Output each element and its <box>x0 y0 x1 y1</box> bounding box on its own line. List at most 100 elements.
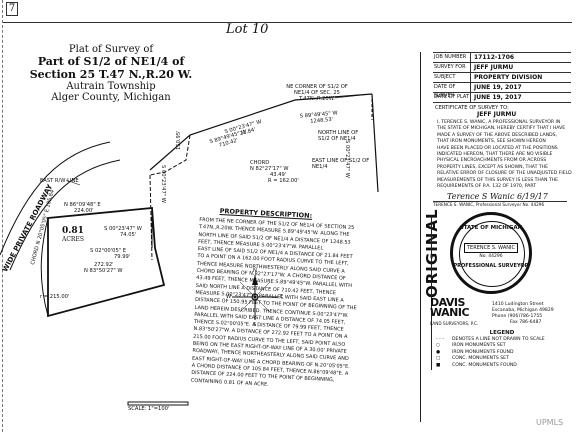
legend-symbol-icon: □ <box>436 356 441 361</box>
east-rw-pointer <box>65 179 81 186</box>
east-line-text: EAST LINE OF S1/2 OF NE1/4 <box>312 158 370 170</box>
legend-item: ○ IRON MONUMENTS SET <box>436 343 568 350</box>
cert-line: REQUIREMENTS OF P.A. 132 OF 1970, PART <box>437 184 537 190</box>
legend: LEGEND - - -DENOTES A LINE NOT DRAWN TO … <box>436 330 568 369</box>
left-dist-vertical: 150.95' <box>176 130 182 150</box>
sheet-left-edge <box>2 0 3 432</box>
legend-symbol-icon: ○ <box>436 343 441 348</box>
legend-title: LEGEND <box>489 330 515 336</box>
original-side-strip <box>431 215 432 370</box>
cert-line: MADE A SURVEY OF THE ABOVE DESCRIBED LAN… <box>437 132 558 138</box>
lot-inner2-dist: 79.99' <box>114 254 131 260</box>
title-line-3: Section 25 T.47 N.,R.20 W. <box>29 68 193 81</box>
legend-item: ■ CONC. MONUMENTS FOUND <box>436 363 568 370</box>
title-block-key: JOB NUMBER <box>433 53 471 62</box>
legend-item: □CONC. MONUMENTS SET <box>436 356 568 363</box>
legend-item: ● IRON MONUMENTS FOUND <box>436 350 568 357</box>
legend-label: IRON MONUMENTS SET <box>452 343 506 348</box>
legend-item: - - -DENOTES A LINE NOT DRAWN TO SCALE <box>436 337 568 344</box>
firm-address: 1410 Ludington Street Escanaba, Michigan… <box>492 302 554 326</box>
legend-label: IRON MONUMENTS FOUND <box>452 349 514 355</box>
title-block-value: PROPERTY DIVISION <box>474 74 543 81</box>
east-bearing-vertical: S 00°23'47" W <box>160 165 166 203</box>
watermark: UPMLS <box>536 418 564 427</box>
compass-w: W <box>226 294 232 300</box>
sheet-border <box>2 22 572 413</box>
left-traverse <box>149 174 153 261</box>
scale-label: SCALE: 1"=100' <box>128 406 170 412</box>
right-vertical-label: S 00°23'47" W <box>344 140 350 178</box>
title-line-2: Part of S1/2 of NE1/4 of <box>37 55 185 68</box>
chord-radius: R = 162.00' <box>268 178 299 184</box>
road-curve <box>40 217 49 317</box>
lot-bottom-bearing: N 83°50'27" W <box>84 268 123 274</box>
cert-body: I, TERENCE S. WANIC, A PROFESSIONAL SURV… <box>437 120 572 190</box>
cert-line: MEASUREMENTS OF THIS SURVEY IS LESS THAN… <box>437 177 559 183</box>
cert-to: JEFF JURMU <box>477 111 517 118</box>
compass-s: S <box>253 322 257 328</box>
title-block-value: JEFF JURMU <box>474 64 514 71</box>
chord-word: CHORD <box>250 160 270 166</box>
survey-drawing <box>0 93 379 406</box>
east-line <box>371 93 379 193</box>
chord-dist: 43.49' <box>270 172 287 178</box>
lot-acres-unit: ACRES <box>62 236 84 243</box>
title-line-5: Alger County, Michigan <box>51 92 171 103</box>
cert-line: INDICATED HEREON, THAT THERE ARE NO VISI… <box>437 152 553 158</box>
title-block-key: SURVEY FOR <box>433 63 471 72</box>
cert-line: HAVE BEEN PLACED OR LOCATED AT THE POSIT… <box>437 145 558 151</box>
lot-parcel <box>47 207 166 318</box>
legend-label: CONC. MONUMENTS FOUND <box>452 362 517 368</box>
lot-acres-value: 0.81 <box>62 226 84 236</box>
firm-addr1: 1410 Ludington Street <box>492 302 544 307</box>
plat-title: Plat of Survey of Part of S1/2 of NE1/4 … <box>16 44 206 103</box>
cert-line: RELATIVE ERROR OF CLOSURE OF THE UNADJUS… <box>437 171 572 177</box>
compass-n: N <box>253 268 257 274</box>
lot-inner-bearing: S 00°23'47" W <box>104 226 142 232</box>
firm-phone: Phone (906)786-1755 <box>492 314 543 319</box>
original-label: ORIGINAL <box>423 208 441 299</box>
legend-symbol-icon: ● <box>436 349 441 355</box>
cert-line: I, TERENCE S. WANIC, A PROFESSIONAL SURV… <box>437 120 561 125</box>
property-description: PROPERTY DESCRIPTION: FROM THE NE CORNER… <box>191 206 400 395</box>
road-west-rw <box>0 141 111 256</box>
firm-addr2: Escanaba, Michigan 49829 <box>492 308 554 313</box>
scale-bar <box>127 401 189 406</box>
east-rw-label: EAST R/W LINE <box>40 178 79 184</box>
cert-line: THE STATE OF MICHIGAN, HEREBY CERTIFY TH… <box>437 126 566 132</box>
lot-bottom-dist: 272.92' <box>94 262 114 268</box>
legend-items: - - -DENOTES A LINE NOT DRAWN TO SCALE○ I… <box>436 337 568 370</box>
cert-line: PHYSICAL ENCROACHMENTS FROM OR ACROSS <box>437 158 547 164</box>
lot-bottom-label: 272.92' N 83°50'27" W <box>84 262 123 274</box>
radius-bottom-label: r = 215.00' <box>40 294 70 300</box>
corner-mark: 7 <box>6 2 18 16</box>
surveyor-line: TERENCE S. WANIC, Professional Surveyor … <box>433 201 567 207</box>
title-block-value: JUNE 19, 2017 <box>474 94 522 101</box>
lot-note: Lot 10 <box>226 22 269 37</box>
surveyor-seal: STATE OF MICHIGAN TERENCE S. WANIC No. 4… <box>450 212 532 294</box>
firm-fax: Fax 786-6487 <box>510 320 542 325</box>
title-line-1: Plat of Survey of <box>68 44 154 55</box>
lot-top-label: N 86°09'48" E 224.00' <box>64 202 101 214</box>
traverse-line <box>149 134 191 176</box>
title-block-key: DATE OF PLAT <box>434 93 471 102</box>
east-line-label: EAST LINE OF S1/2 OF NE1/4 <box>312 158 370 170</box>
title-block-key: SUBJECT <box>433 73 471 82</box>
ne-corner-pointer <box>334 93 373 99</box>
signature: Terence S Wanic 6/19/17 <box>447 192 548 202</box>
title-block-key: DATE OF SURVEY <box>433 83 471 99</box>
chord-label: CHORD N 82°27'17" W 43.49' R = 162.00' <box>250 160 299 184</box>
compass-e: E <box>280 294 284 300</box>
title-line-4: Autrain Township <box>66 81 156 92</box>
lot-inner-label: S 00°23'47" W 74.05' <box>104 226 142 238</box>
legend-symbol-icon: - - - <box>436 336 444 342</box>
legend-symbol-icon: ■ <box>436 362 441 368</box>
lot-top-dist: 224.00' <box>74 208 94 214</box>
ne-corner-label: NE CORNER OF S1/2 OF NE1/4 OF SEC. 25 T.… <box>286 84 348 102</box>
lot-top-bearing: N 86°09'48" E <box>64 202 101 208</box>
